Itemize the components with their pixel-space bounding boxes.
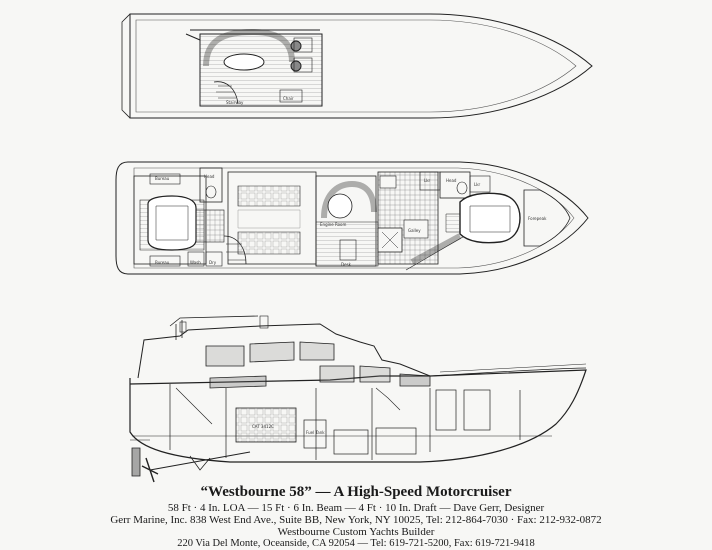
rudder [131, 447, 141, 477]
flybridge-plan: Stairway Chair [121, 13, 593, 119]
profile-view: CAT 3412C Fuel Tank [129, 315, 587, 483]
flybridge-deck [199, 33, 323, 107]
propeller [141, 457, 159, 483]
label-locker-1: Lkr [424, 178, 431, 183]
builder-name: Westbourne Custom Yachts Builder [277, 526, 435, 538]
window-row [205, 341, 431, 389]
table [223, 53, 265, 71]
label-locker-2: Lkr [474, 182, 481, 187]
label-tank: Fuel Tank [306, 430, 325, 435]
accommodation-plan: Bureau Bureau Head Wash Dry Engine Room … [115, 161, 589, 275]
fwd-berth [459, 192, 521, 244]
label-engine-room: Engine Room [320, 222, 346, 227]
settee [203, 28, 295, 67]
label-bureau-aft-top: Bureau [155, 176, 170, 181]
engine-block [235, 407, 297, 443]
label-cat-engine: CAT 3412C [252, 424, 274, 429]
aft-berth [147, 195, 197, 251]
hull-profile [129, 369, 587, 463]
label-stairway: Stairway [226, 100, 244, 105]
hull-outline [115, 161, 589, 275]
superstructure [137, 323, 431, 379]
salon-settee [321, 180, 377, 219]
label-wash: Wash [190, 260, 201, 265]
aft-head [199, 167, 223, 203]
label-galley: Galley [408, 228, 421, 233]
label-head-aft: Head [204, 174, 215, 179]
label-head-fwd: Head [446, 178, 457, 183]
label-chair: Chair [283, 96, 294, 101]
prop-shaft [149, 451, 251, 471]
label-bureau-aft-bottom: Bureau [155, 260, 170, 265]
label-dry: Dry [209, 260, 217, 265]
flybridge-outline [129, 13, 593, 119]
label-desk: Desk [341, 262, 352, 267]
label-forepeak: Forepeak [528, 216, 547, 221]
drawing-title: “Westbourne 58” — A High-Speed Motorcrui… [200, 484, 512, 500]
builder-address: 220 Via Del Monte, Oceanside, CA 92054 —… [177, 538, 535, 549]
boat-specs: 58 Ft · 4 In. LOA — 15 Ft · 6 In. Beam —… [167, 502, 545, 514]
designer-address: Gerr Marine, Inc. 838 West End Ave., Sui… [110, 514, 602, 526]
